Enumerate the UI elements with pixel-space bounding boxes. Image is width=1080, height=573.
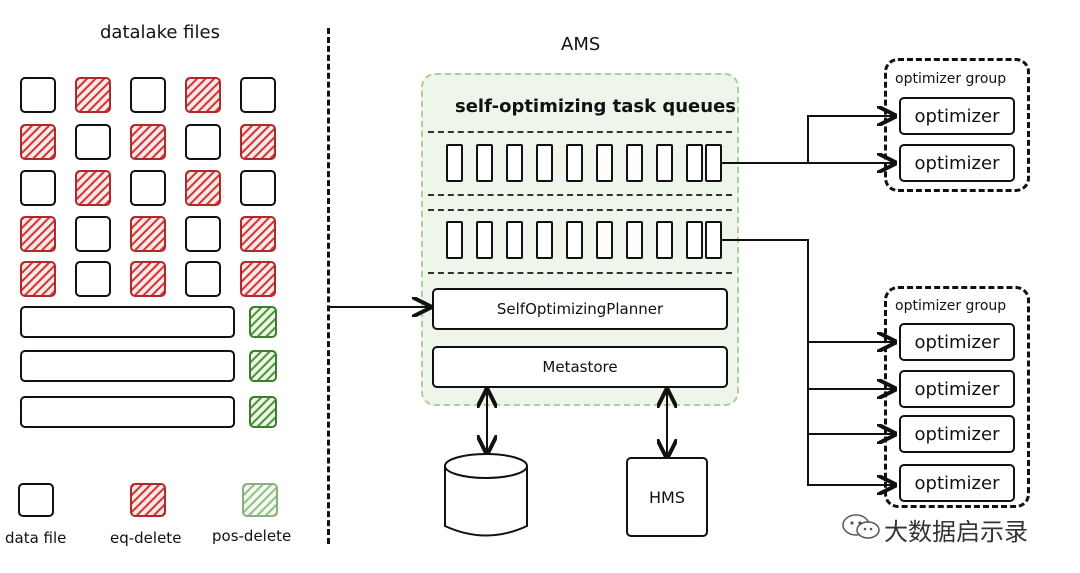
data-file-box <box>75 261 111 297</box>
metastore: Metastore <box>432 346 728 388</box>
task-slot <box>656 144 673 182</box>
data-file-box <box>185 216 221 252</box>
data-file-box <box>20 77 56 113</box>
task-slot <box>656 221 673 259</box>
task-slot <box>536 221 553 259</box>
pos-delete-box <box>249 396 277 428</box>
pos-delete-box <box>249 306 277 338</box>
task-slot <box>596 221 613 259</box>
eq-delete-box <box>20 124 56 160</box>
legend-data-file-label: data file <box>5 529 67 547</box>
task-slot <box>566 221 583 259</box>
queue1-to-optimizer1-arrow <box>722 116 893 164</box>
data-file-box <box>75 216 111 252</box>
task-slot <box>705 144 722 182</box>
task-slot <box>506 144 523 182</box>
task-slot <box>626 144 643 182</box>
eq-delete-box <box>240 261 276 297</box>
eq-delete-box <box>240 124 276 160</box>
datalake-title: datalake files <box>100 22 220 43</box>
data-file-box <box>130 77 166 113</box>
database-cylinder-icon <box>444 453 528 537</box>
task-slot <box>476 144 493 182</box>
eq-delete-box <box>130 216 166 252</box>
task-slot <box>626 221 643 259</box>
task-slot <box>686 221 703 259</box>
wechat-icon <box>840 512 884 542</box>
optimizer-3: optimizer <box>899 323 1015 361</box>
eq-delete-box <box>75 77 111 113</box>
optimizer-group-2 <box>884 286 1030 508</box>
legend-eq-delete-swatch <box>130 483 166 517</box>
ams-title: AMS <box>561 34 601 55</box>
task-slot <box>506 221 523 259</box>
queue-divider <box>428 131 732 133</box>
long-data-file <box>20 396 235 428</box>
optimizer-1: optimizer <box>899 97 1015 135</box>
task-slot <box>476 221 493 259</box>
long-data-file <box>20 350 235 382</box>
self-optimizing-planner: SelfOptimizingPlanner <box>432 288 728 330</box>
data-file-box <box>240 77 276 113</box>
long-data-file <box>20 306 235 338</box>
task-slot <box>536 144 553 182</box>
data-file-box <box>75 124 111 160</box>
eq-delete-box <box>130 124 166 160</box>
pos-delete-box <box>249 350 277 382</box>
optimizer-group-1 <box>884 58 1030 192</box>
legend-data-file-swatch <box>18 483 54 517</box>
legend-eq-delete-label: eq-delete <box>110 529 182 547</box>
eq-delete-box <box>20 261 56 297</box>
eq-delete-box <box>130 261 166 297</box>
eq-delete-box <box>75 170 111 206</box>
queue2-to-optimizer6-arrow <box>722 239 893 485</box>
eq-delete-box <box>20 216 56 252</box>
queue-divider <box>428 194 732 196</box>
data-file-box <box>185 261 221 297</box>
eq-delete-box <box>185 77 221 113</box>
task-slot <box>446 221 463 259</box>
data-file-box <box>185 124 221 160</box>
legend-pos-delete-label: pos-delete <box>212 527 292 545</box>
task-slot <box>705 221 722 259</box>
queue-divider <box>428 209 732 211</box>
task-queues-title: self-optimizing task queues <box>455 96 736 117</box>
section-divider <box>327 28 330 544</box>
legend-pos-delete-swatch <box>242 483 278 517</box>
optimizer-5: optimizer <box>899 415 1015 453</box>
task-slot <box>686 144 703 182</box>
queue-divider <box>428 272 732 274</box>
optimizer-4: optimizer <box>899 370 1015 408</box>
data-file-box <box>240 170 276 206</box>
hms-box: HMS <box>626 457 708 537</box>
optimizer-2: optimizer <box>899 144 1015 182</box>
watermark-text: 大数据启示录 <box>884 518 1028 546</box>
data-file-box <box>130 170 166 206</box>
optimizer-group-1-title: optimizer group <box>895 71 1007 87</box>
task-slot <box>446 144 463 182</box>
data-file-box <box>20 170 56 206</box>
task-slot <box>596 144 613 182</box>
eq-delete-box <box>240 216 276 252</box>
optimizer-6: optimizer <box>899 464 1015 502</box>
optimizer-group-2-title: optimizer group <box>895 298 1007 314</box>
task-slot <box>566 144 583 182</box>
eq-delete-box <box>185 170 221 206</box>
